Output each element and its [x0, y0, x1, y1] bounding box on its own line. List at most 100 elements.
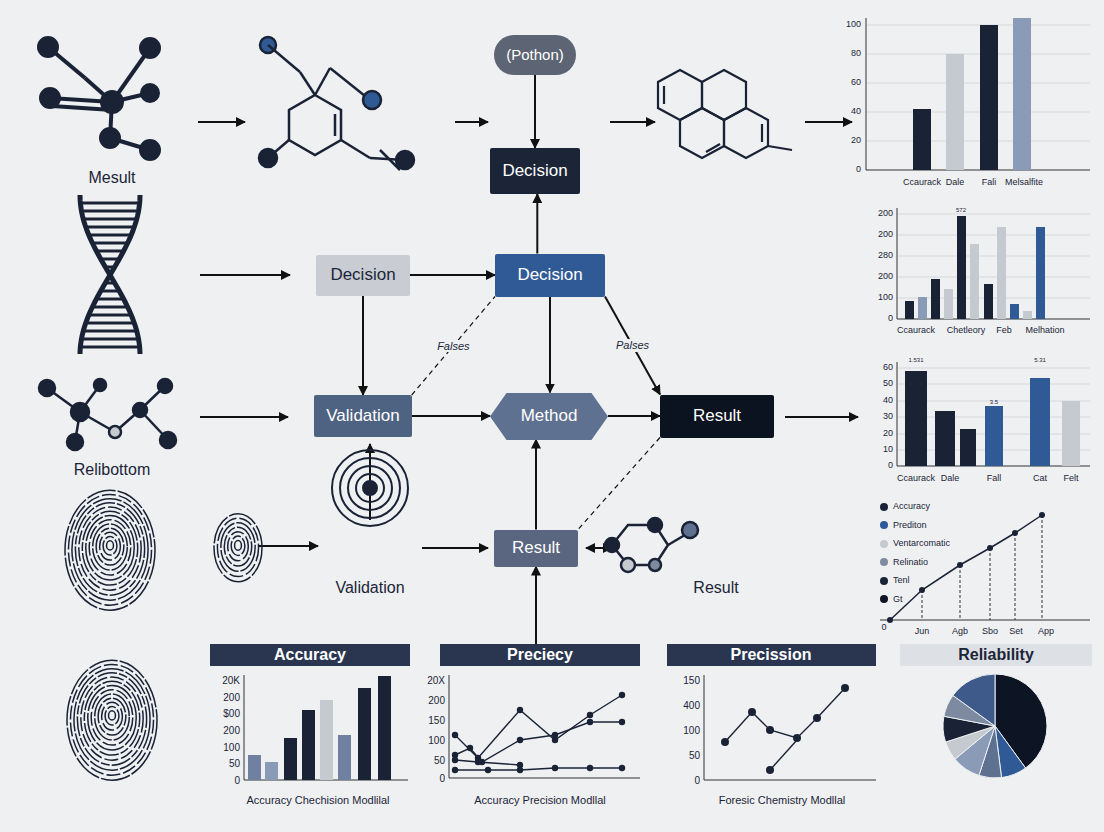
chart-text: 20K — [222, 675, 240, 686]
chart-text: 0 — [856, 165, 861, 175]
dna-rung — [96, 250, 123, 253]
chart-line — [866, 170, 1090, 171]
chart-bar — [960, 429, 976, 466]
chart-text: Ccaurack — [897, 326, 935, 336]
flow-connector — [412, 415, 490, 417]
chart-dot — [452, 767, 458, 773]
chart-dot — [619, 692, 625, 698]
fingerprint-ridge — [89, 520, 131, 575]
fingerprint-ridge — [67, 660, 157, 780]
chart-text: 280 — [878, 251, 893, 261]
chart-dot — [766, 726, 774, 734]
fingerprint-ridge — [224, 527, 251, 566]
chart-text: $00 — [223, 708, 240, 719]
fingerprint-ridge — [74, 669, 150, 771]
chart-dot — [793, 734, 801, 742]
node-label: Precission — [731, 646, 812, 664]
legend-entry: Tenl — [880, 576, 910, 586]
flow-connector — [535, 567, 537, 645]
legend-label: Relinatio — [893, 558, 928, 568]
chart-line — [866, 25, 1090, 26]
dna-rung — [83, 218, 136, 221]
node-label: (Pothon) — [506, 47, 564, 64]
chart-text: Ccaurack — [903, 178, 941, 188]
chart-line — [897, 368, 1090, 369]
chart-text: 3.5 — [990, 399, 998, 406]
flow-connector — [549, 297, 551, 393]
molecule-4 — [605, 518, 698, 572]
chart-text: Fali — [982, 178, 997, 188]
chart-line — [770, 740, 797, 770]
fingerprint-ridge — [228, 532, 249, 561]
flow-arrows — [198, 122, 858, 548]
dna-rung — [101, 258, 120, 261]
dna-rung — [83, 330, 136, 333]
chart-text: 10 — [883, 445, 893, 455]
chart-bar — [980, 25, 998, 170]
chart-line — [890, 515, 1042, 620]
chart-bar — [378, 676, 391, 780]
chart-bar — [984, 284, 993, 319]
node-label: Result — [512, 539, 560, 558]
chart-text: 0 — [881, 623, 886, 633]
chart-text: Jun — [915, 627, 930, 637]
chart-line — [990, 548, 991, 620]
chart-text: Foresic Chemistry Modllal — [719, 794, 846, 806]
chart-line — [897, 256, 1090, 257]
flow-connector — [535, 440, 537, 530]
dna-rung — [80, 346, 139, 349]
fingerprint-ridge — [82, 511, 137, 585]
chart-line — [922, 590, 923, 620]
fingerprint-ridge — [95, 694, 130, 740]
fingerprint-ridge — [91, 690, 133, 745]
chart-line — [866, 141, 1090, 142]
fingerprint-ridge — [72, 499, 148, 601]
flow-arrow — [258, 545, 318, 547]
chart-text: Cat — [1033, 474, 1047, 484]
chart-text: Agb — [952, 627, 968, 637]
chart-line — [1042, 515, 1043, 620]
legend-swatch — [880, 577, 888, 585]
chart-dot — [1039, 512, 1045, 518]
chart-text: 40 — [883, 396, 893, 406]
script-pill: (Pothon) — [494, 35, 576, 75]
fingerprint-ridge — [65, 490, 155, 610]
fingerprint-ridge — [77, 673, 146, 765]
fingerprint-ridge — [235, 541, 242, 551]
chart-line — [866, 83, 1090, 84]
chart-line — [897, 235, 1090, 236]
chart-line — [897, 277, 1090, 278]
chart-dot — [619, 719, 625, 725]
chart-bar — [1013, 18, 1031, 170]
chart-text: 200 — [878, 272, 893, 282]
chart-text: 0 — [888, 461, 893, 471]
chart-dot — [517, 737, 523, 743]
legend-swatch — [880, 540, 888, 548]
chart-bar — [320, 700, 333, 780]
fingerprint-ridge — [107, 541, 114, 550]
chart-text: 200 — [223, 692, 240, 703]
flow-connector — [605, 297, 660, 395]
chart-line — [725, 688, 845, 742]
figure-caption: Validation — [335, 579, 404, 597]
chart-bar — [1010, 304, 1019, 319]
dna-rung — [89, 314, 131, 317]
fingerprint-ridge — [75, 503, 144, 595]
chart-dot — [467, 745, 473, 751]
fingerprint-ridge — [100, 532, 121, 560]
node-label: Accuracy — [274, 646, 346, 664]
chart-text: 50 — [229, 758, 240, 769]
legend-label: Gt — [893, 595, 903, 605]
chart-text: 1.531 — [908, 357, 923, 364]
chart-bar — [1036, 227, 1045, 319]
chart-text: 60 — [851, 78, 861, 88]
dna-rung — [96, 298, 123, 301]
chart-line — [866, 54, 1090, 55]
chart-dot — [452, 732, 458, 738]
chart-text: 20X — [427, 675, 445, 686]
chart-dot — [587, 765, 593, 771]
target-symbol — [332, 450, 408, 526]
chart-text: Sbo — [982, 627, 998, 637]
fingerprint-ridge — [109, 711, 116, 720]
